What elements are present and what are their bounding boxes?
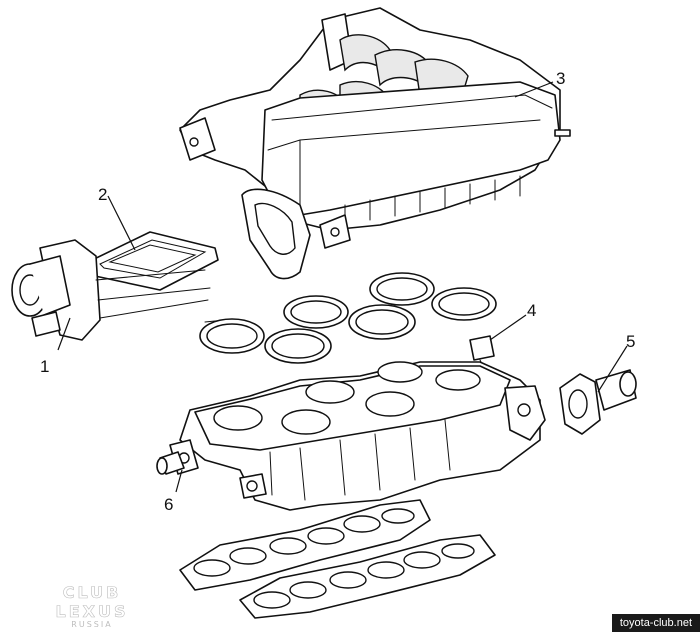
callout-2: 2 [98,185,107,204]
lower-intake-manifold [169,361,546,511]
lower-gasket-rear [239,534,496,619]
callout-3: 3 [556,69,565,88]
part-2-acis-gasket [87,231,219,291]
site-watermark: toyota-club.net [611,614,700,632]
part-5-valve [559,369,637,435]
lower-gasket-front [179,499,431,591]
callout-6: 6 [164,495,173,514]
callout-1: 1 [40,357,49,376]
club-lexus-logo: CLUB LEXUS RUSSIA [22,583,162,629]
upper-manifold-gasket [199,272,497,364]
part-6-fitting [156,451,185,475]
part-1-actuator [11,239,211,341]
callout-4: 4 [527,301,536,320]
callout-5: 5 [626,332,635,351]
part-3-intake-plenum [179,7,571,280]
logo-line1: CLUB LEXUS [55,583,129,622]
logo-line2: RUSSIA [71,620,113,629]
